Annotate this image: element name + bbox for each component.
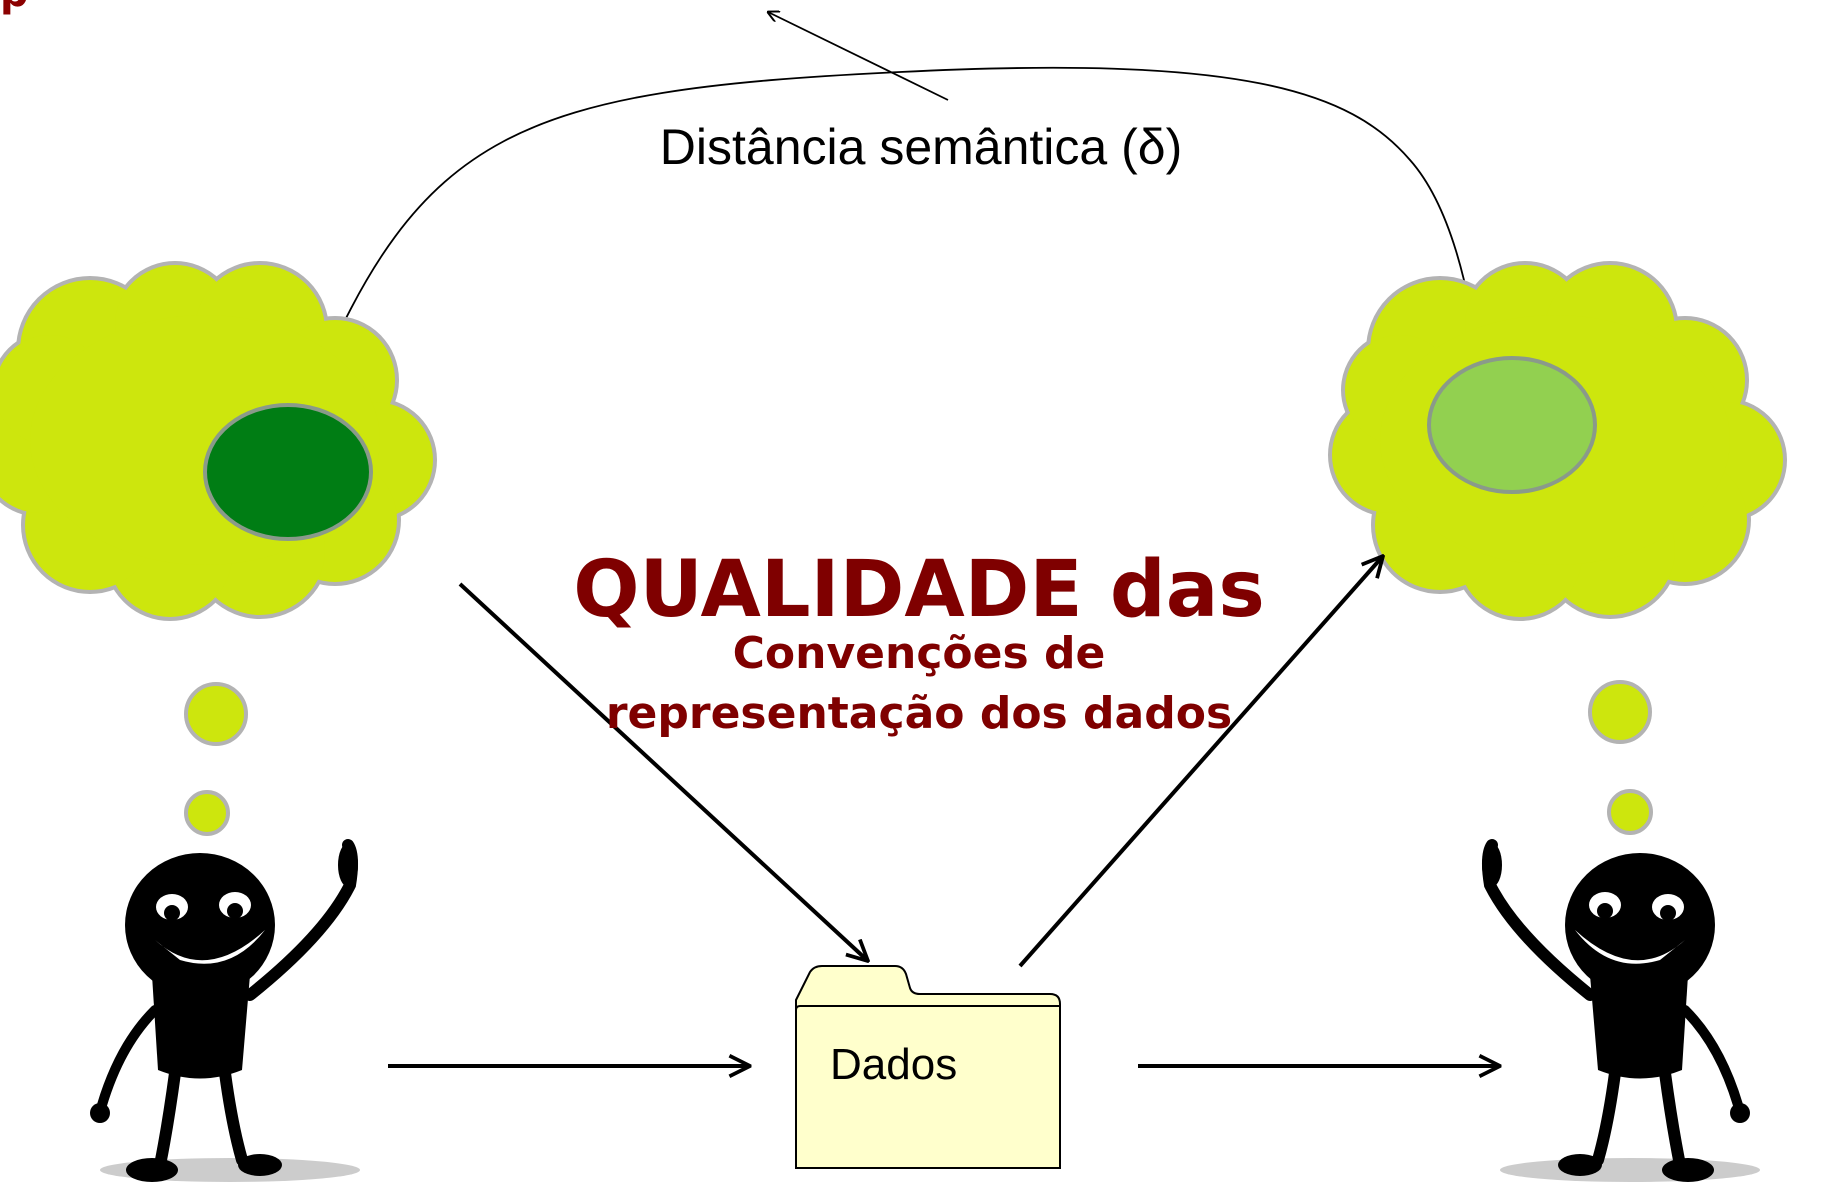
receiver-thought-bubble-medium: [1607, 789, 1653, 835]
decode-arrow: [1018, 556, 1383, 968]
data-folder-label: Dados: [830, 1040, 958, 1089]
encode-arrow: [458, 582, 868, 961]
semantic-distance-curve: [309, 66, 1484, 399]
receiver-concept: [1427, 356, 1597, 494]
quality-title: QUALIDADE das: [573, 545, 1265, 635]
semantic-pointer-line: [768, 12, 949, 101]
data-folder-icon: [795, 965, 1061, 1169]
quality-subtitle-line2: representação dos dados: [605, 688, 1233, 739]
sender-thought-bubble-medium: [184, 790, 230, 836]
sender-thought-bubble-large: [184, 682, 248, 746]
clipped-header-text: p: [0, 0, 29, 16]
receiver-person-icon: [1481, 839, 1750, 1182]
sender-concept: [203, 403, 373, 541]
receiver-thought-bubble-large: [1588, 680, 1652, 744]
sender-person-icon: [90, 839, 359, 1182]
quality-subtitle-line1: Convenções de: [732, 628, 1106, 679]
semantic-distance-label: Distância semântica (δ): [659, 119, 1183, 175]
